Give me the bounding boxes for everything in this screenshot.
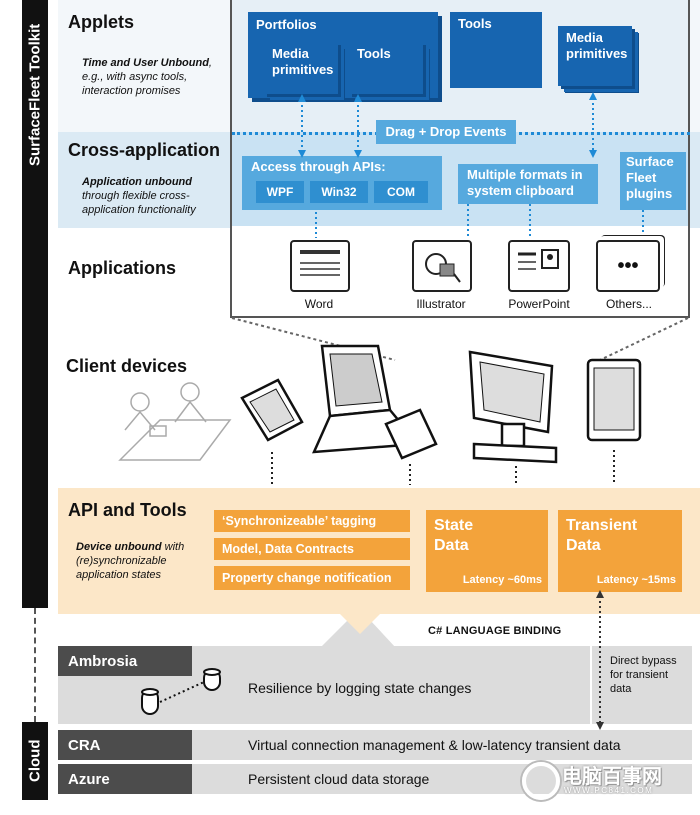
app-label-powerpoint: PowerPoint xyxy=(508,297,570,311)
illustrator-icon xyxy=(412,240,472,292)
model-contracts-item: Model, Data Contracts xyxy=(214,538,410,560)
clipboard-box: Multiple formats in system clipboard xyxy=(458,164,598,204)
bypass-arrow xyxy=(596,590,604,730)
panel-arrows xyxy=(298,92,644,238)
binding-label: C# LANGUAGE BINDING xyxy=(428,625,562,637)
database-icon xyxy=(141,668,221,715)
azure-desc: Persistent cloud data storage xyxy=(248,771,430,787)
state-data-box: State Data Latency ~60ms xyxy=(426,510,548,592)
cra-desc: Virtual connection management & low-late… xyxy=(248,737,621,753)
client-devices-sketch xyxy=(118,344,642,485)
others-icon: ••• xyxy=(596,240,660,292)
azure-tab: Azure xyxy=(58,764,192,794)
cloud-sidebar: Cloud xyxy=(22,722,48,800)
app-label-others: Others... xyxy=(605,297,652,311)
cross-app-title: Cross-application xyxy=(68,140,221,160)
bypass-label: Direct bypass for transient data xyxy=(610,655,677,695)
cloud-label: Cloud xyxy=(26,739,44,783)
ambrosia-tab: Ambrosia xyxy=(58,646,192,676)
applets-subtitle: Time and User Unbound, e.g., with async … xyxy=(82,57,212,97)
applets-title: Applets xyxy=(68,12,135,32)
watermark-icon xyxy=(522,762,560,800)
api-tools-subtitle: Device unbound with (re)synchronizable a… xyxy=(76,541,185,581)
media-primitives-box-1: Media primitives xyxy=(264,42,338,94)
api-item-wpf: WPF xyxy=(256,181,304,203)
tools-box-2: Tools xyxy=(450,12,542,88)
transient-data-box: Transient Data Latency ~15ms xyxy=(558,510,682,592)
watermark-url: WWW.PC841.COM xyxy=(564,786,654,795)
applications-title: Applications xyxy=(68,258,177,278)
word-icon xyxy=(290,240,350,292)
sidebar-dashed-connector xyxy=(34,608,36,722)
app-label-illustrator: Illustrator xyxy=(416,297,466,311)
plugins-box: Surface Fleet plugins xyxy=(620,152,686,210)
api-tools-title: API and Tools xyxy=(68,500,187,520)
ambrosia-desc: Resilience by logging state changes xyxy=(248,680,472,696)
bypass-column xyxy=(592,646,692,724)
powerpoint-icon xyxy=(508,240,570,292)
toolkit-sidebar: SurfaceFleet Toolkit xyxy=(22,0,48,608)
cross-app-subtitle: Application unbound through flexible cro… xyxy=(82,176,196,216)
binding-connector xyxy=(320,614,396,648)
cra-tab: CRA xyxy=(58,730,192,760)
api-item-com: COM xyxy=(374,181,428,203)
sync-tagging-item: ‘Synchronizeable’ tagging xyxy=(214,510,410,532)
toolkit-label: SurfaceFleet Toolkit xyxy=(26,23,44,167)
api-item-win32: Win32 xyxy=(310,181,368,203)
watermark-text: 电脑百事网 xyxy=(562,766,662,788)
property-change-item: Property change notification xyxy=(214,566,410,590)
media-primitives-box-2: Media primitives xyxy=(558,26,632,86)
tools-box-1: Tools xyxy=(349,42,423,94)
drag-drop-label: Drag + Drop Events xyxy=(376,120,516,144)
watermark-logo: 电脑百事网 WWW.PC841.COM xyxy=(518,760,698,800)
client-devices-title: Client devices xyxy=(66,356,188,376)
app-label-word: Word xyxy=(304,297,334,311)
